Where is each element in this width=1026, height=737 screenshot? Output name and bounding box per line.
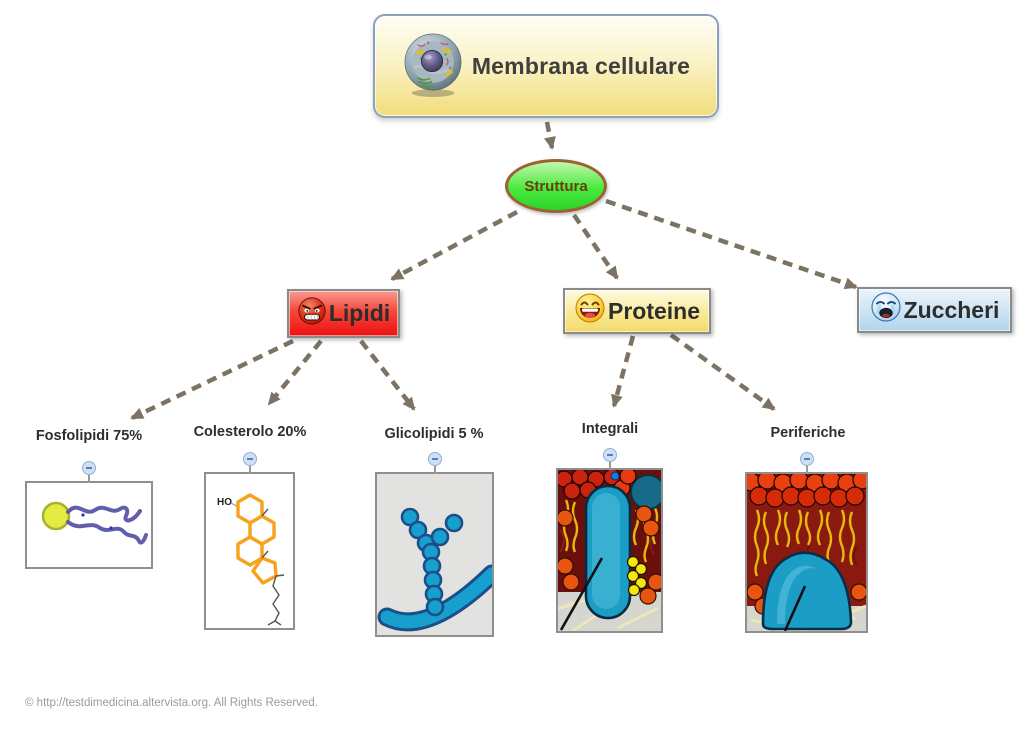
- glycolipid-drawing: [377, 474, 492, 635]
- integrali-label: Integrali: [581, 421, 639, 437]
- root-node-label: Membrana cellulare: [471, 52, 691, 79]
- collapse-button[interactable]: [242, 452, 257, 474]
- arrow-root-to-struttura: [544, 121, 556, 150]
- struttura-label: Struttura: [524, 177, 588, 195]
- node-proteine[interactable]: Proteine: [563, 288, 711, 334]
- node-zuccheri[interactable]: Zuccheri: [857, 287, 1012, 333]
- periferiche-label: Periferiche: [770, 425, 846, 441]
- arrow-proteine-to-periferiche: [669, 333, 776, 411]
- minus-circle-icon: [799, 452, 814, 466]
- copyright-text: © http://testdimedicina.altervista.org. …: [25, 697, 318, 709]
- phospholipid-drawing: [27, 483, 151, 567]
- peripheral-protein-membrane: [747, 474, 866, 631]
- colesterolo-image[interactable]: HO: [204, 452, 295, 630]
- node-lipidi[interactable]: Lipidi: [287, 289, 400, 338]
- arrow-lipidi-to-glicolipidi: [359, 339, 416, 411]
- laughing-emoji-icon: [574, 292, 606, 330]
- fosfolipidi-image[interactable]: [25, 461, 153, 569]
- periferiche-image[interactable]: [745, 452, 868, 633]
- minus-circle-icon: [82, 461, 96, 475]
- arrow-struttura-to-lipidi: [390, 210, 519, 281]
- collapse-button[interactable]: [427, 452, 442, 474]
- integral-protein-membrane: [558, 470, 661, 631]
- collapse-button[interactable]: [602, 448, 617, 470]
- fosfolipidi-label: Fosfolipidi 75%: [35, 428, 143, 444]
- collapse-button[interactable]: [799, 452, 814, 474]
- minus-circle-icon: [242, 452, 257, 466]
- angry-emoji-icon: [297, 296, 327, 332]
- proteine-label: Proteine: [607, 297, 701, 324]
- arrow-struttura-to-proteine: [572, 213, 619, 280]
- integrali-image[interactable]: [556, 448, 663, 633]
- minus-circle-icon: [602, 448, 617, 462]
- glicolipidi-label: Glicolipidi 5 %: [384, 426, 484, 442]
- cell-icon: [402, 29, 464, 104]
- arrow-proteine-to-integrali: [611, 335, 636, 408]
- node-struttura[interactable]: Struttura: [505, 159, 607, 213]
- arrow-lipidi-to-colesterolo: [267, 339, 323, 406]
- colesterolo-label: Colesterolo 20%: [193, 424, 307, 440]
- crying-emoji-icon: [870, 291, 902, 329]
- collapse-button[interactable]: [82, 461, 96, 483]
- lipidi-label: Lipidi: [328, 300, 391, 326]
- node-membrana-cellulare[interactable]: Membrana cellulare: [373, 14, 719, 118]
- cholesterol-structure: HO: [206, 474, 293, 628]
- minus-circle-icon: [427, 452, 442, 466]
- zuccheri-label: Zuccheri: [903, 296, 1000, 323]
- arrow-struttura-to-zuccheri: [605, 198, 858, 290]
- ho-group-label: HO: [217, 497, 232, 508]
- arrow-lipidi-to-fosfolipidi: [130, 338, 294, 421]
- glicolipidi-image[interactable]: [375, 452, 494, 637]
